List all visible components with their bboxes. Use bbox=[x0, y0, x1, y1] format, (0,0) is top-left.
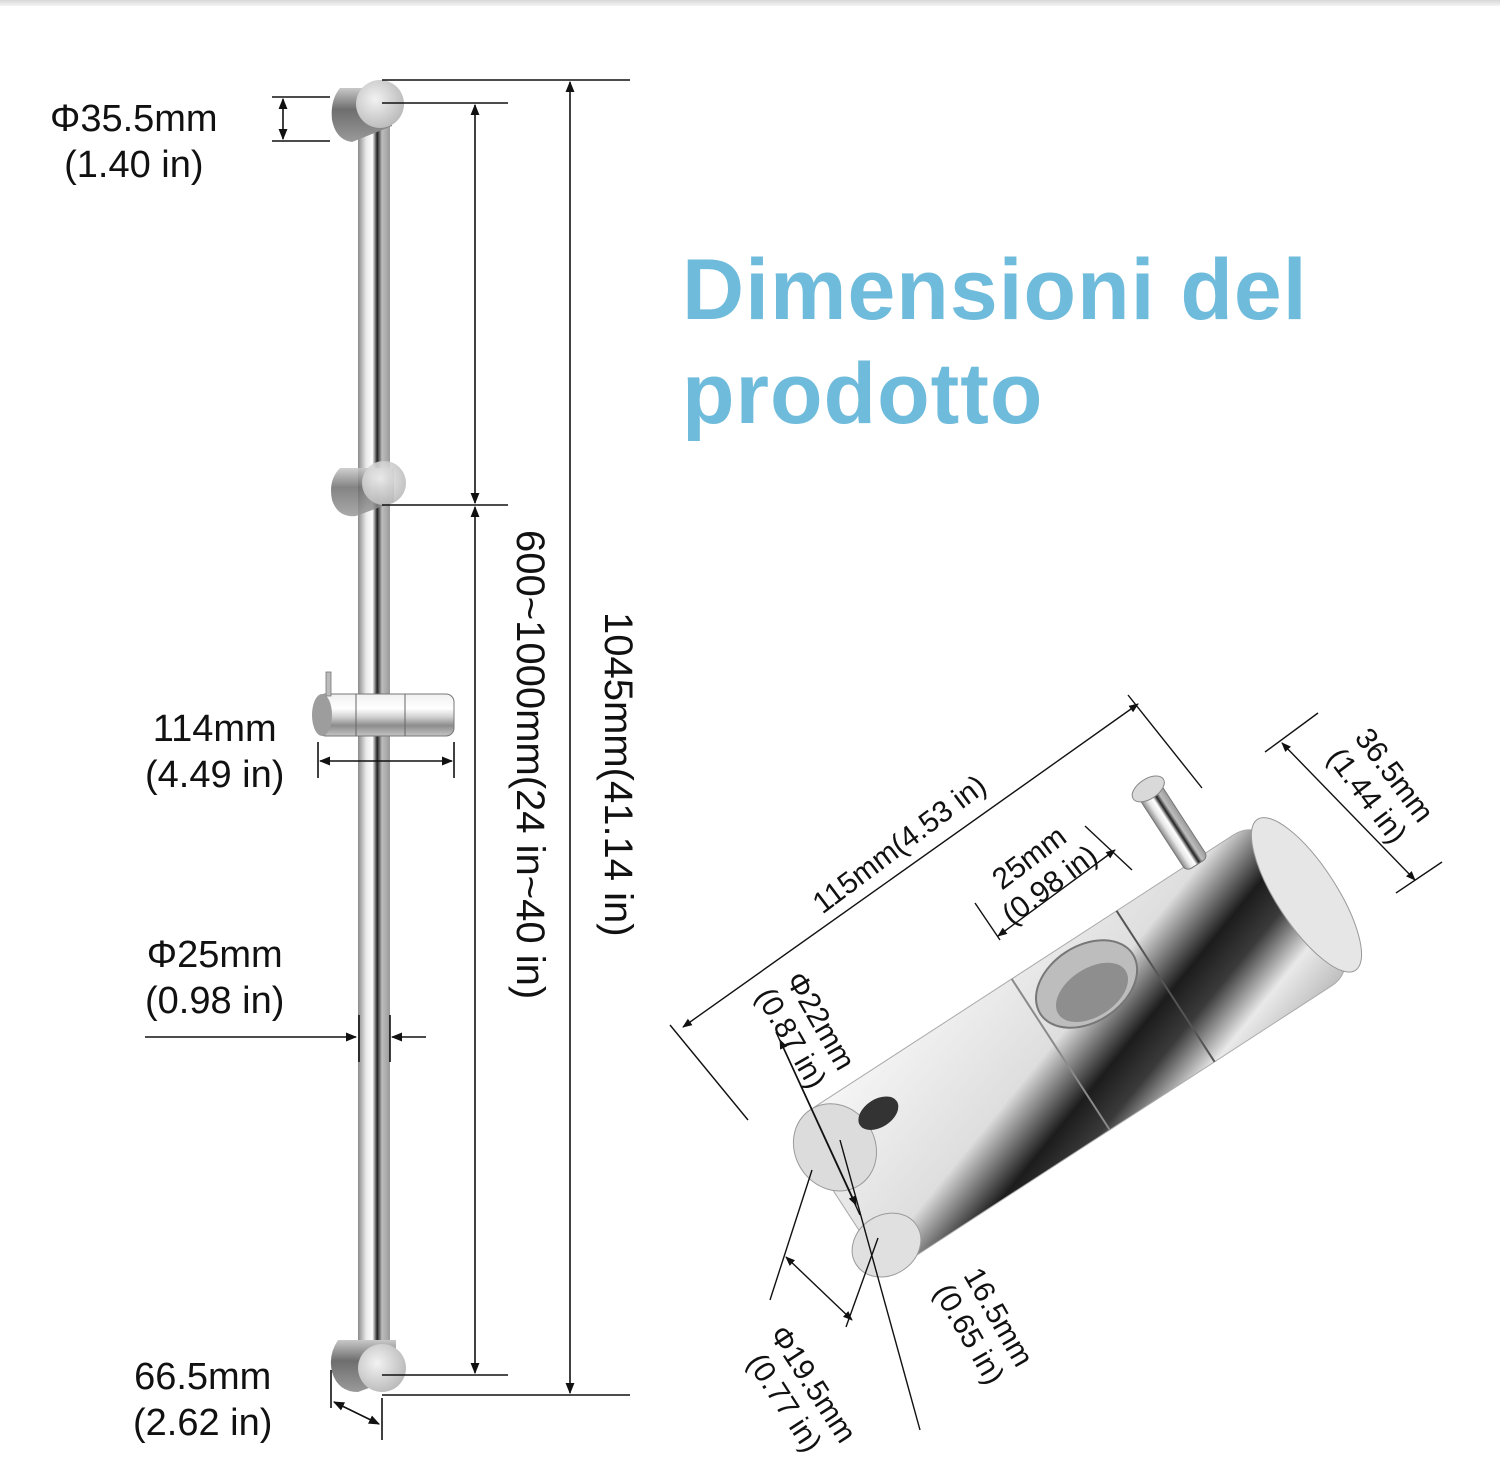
bottom-wall-bracket bbox=[330, 1340, 406, 1392]
slide-bar-dimension-lines bbox=[145, 79, 630, 1440]
slide-holder bbox=[312, 671, 455, 737]
total-length-label: 1045mm(41.14 in) bbox=[596, 612, 640, 937]
holder-width-label: 114mm (4.49 in) bbox=[145, 708, 285, 796]
adjustable-spacing-label: 600~1000mm(24 in~40 in) bbox=[508, 530, 552, 1000]
title-line-2: prodotto bbox=[682, 346, 1044, 442]
top-wall-bracket bbox=[331, 80, 404, 142]
bracket-diameter-label: Φ35.5mm (1.40 in) bbox=[50, 98, 218, 186]
bar-diameter-label: Φ25mm (0.98 in) bbox=[145, 934, 285, 1022]
top-edge-strip bbox=[0, 0, 1500, 6]
middle-wall-bracket bbox=[331, 461, 406, 517]
slide-bar bbox=[312, 80, 455, 1392]
holder-dimension-lines bbox=[669, 694, 1443, 1431]
bracket-depth-label: 66.5mm (2.62 in) bbox=[133, 1356, 273, 1444]
title-line-1: Dimensioni del bbox=[682, 242, 1308, 338]
page-title: Dimensioni del prodotto bbox=[682, 238, 1308, 446]
